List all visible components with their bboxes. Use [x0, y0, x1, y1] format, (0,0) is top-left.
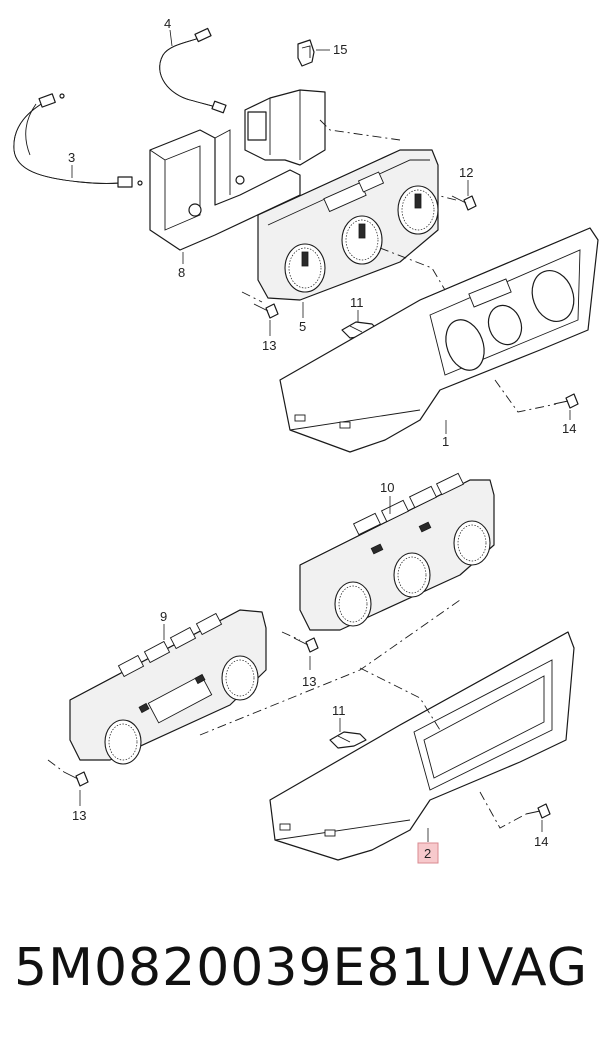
callout-13-top: 13	[262, 338, 276, 353]
callout-15: 15	[333, 42, 347, 57]
part-14-screw-top	[553, 393, 579, 420]
part-13-screw-top	[253, 303, 279, 336]
highlight-box	[417, 842, 439, 864]
callout-13-lower: 13	[72, 808, 86, 823]
part-5-control-unit	[257, 149, 439, 318]
part-3-cable	[13, 93, 143, 188]
knob-9-left	[104, 719, 142, 765]
callout-9: 9	[160, 609, 167, 624]
part-12-screw	[451, 180, 477, 211]
knob-center	[341, 215, 383, 265]
part-14-screw-bottom	[525, 803, 551, 832]
knob-10-right	[453, 520, 491, 566]
knob-right	[397, 185, 439, 235]
knob-left	[284, 243, 326, 293]
part-13-screw-lower	[63, 771, 89, 806]
part-15-clip	[297, 39, 330, 67]
knob-10-left	[334, 581, 372, 627]
part-11-clip-bottom	[329, 718, 367, 749]
exploded-parts-diagram: 4 15 3 12 8 11 5 13 14 1 10 9 13 11 13 1…	[13, 16, 599, 864]
callout-8: 8	[178, 265, 185, 280]
knob-10-center	[393, 552, 431, 598]
callout-5: 5	[299, 319, 306, 334]
callout-13-middle: 13	[302, 674, 316, 689]
callout-4: 4	[164, 16, 171, 31]
part-1-trim-panel	[279, 227, 599, 453]
footer: 5M0820039E81U VAG	[0, 928, 600, 1008]
assembly-lines-top	[241, 119, 557, 413]
callout-14-top: 14	[562, 421, 576, 436]
callout-2-highlight: 2	[417, 842, 439, 864]
callout-12: 12	[459, 165, 473, 180]
callout-11-top: 11	[350, 295, 364, 310]
part-2-trim-panel	[269, 631, 575, 861]
knob-9-right	[221, 655, 259, 701]
part-5-rear-bracket	[244, 89, 326, 166]
brand-label: VAG	[477, 938, 588, 998]
callout-11-bottom: 11	[332, 703, 346, 718]
callout-2: 2	[424, 846, 431, 861]
callout-14-bottom: 14	[534, 834, 548, 849]
part-8-bracket	[149, 129, 301, 264]
part-4-cable	[159, 27, 227, 114]
part-9-control-unit	[69, 609, 267, 765]
part-13-screw-middle	[293, 637, 319, 670]
callout-10: 10	[380, 480, 394, 495]
callout-1: 1	[442, 434, 449, 449]
assembly-lines-bottom	[47, 599, 527, 829]
part-10-control-unit	[299, 472, 495, 631]
callout-3: 3	[68, 150, 75, 165]
part-number: 5M0820039E81U	[14, 938, 474, 998]
